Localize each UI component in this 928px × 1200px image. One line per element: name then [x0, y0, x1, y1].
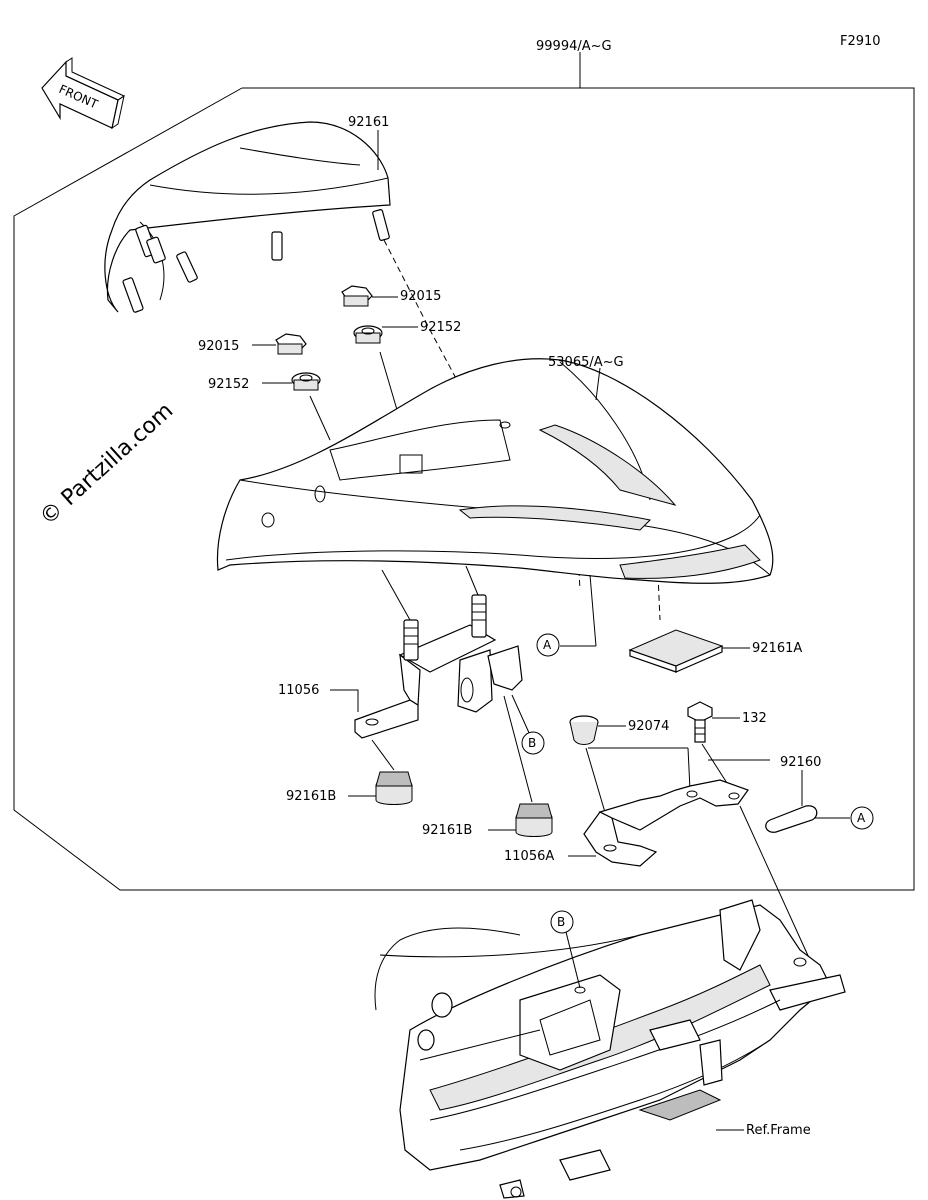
ref-circle-a-upper [536, 633, 560, 657]
label-band: 92160 [780, 755, 821, 770]
seat-cowl [216, 358, 774, 584]
label-pad: 92161A [752, 641, 802, 656]
seat-cover [104, 121, 391, 313]
bolt [687, 701, 713, 743]
band [765, 805, 818, 833]
ref-circle-b-upper [521, 731, 545, 755]
kit-boundary [13, 52, 915, 891]
pad [628, 629, 724, 673]
damper-right [515, 803, 553, 837]
label-bracket-a: 11056A [504, 849, 554, 864]
label-bolt: 132 [742, 711, 767, 726]
grommet [569, 715, 599, 745]
label-ref-frame: Ref.Frame [746, 1123, 811, 1138]
label-seat-cover: 92161 [348, 115, 389, 130]
bracket [354, 594, 523, 739]
bracket-a [583, 779, 749, 867]
label-nut-upper: 92015 [400, 289, 441, 304]
frame [374, 899, 846, 1199]
ref-a-upper: A [543, 638, 552, 652]
washer-upper [353, 325, 383, 344]
damper-left [375, 771, 413, 805]
front-arrow-icon: FRONT [41, 57, 126, 130]
label-kit: 99994/A~G [536, 39, 612, 54]
label-bracket: 11056 [278, 683, 319, 698]
label-damper-right: 92161B [422, 823, 472, 838]
label-washer-left: 92152 [208, 377, 249, 392]
label-damper-left: 92161B [286, 789, 336, 804]
washer-left [291, 372, 321, 391]
ref-a-lower: A [857, 811, 866, 825]
ref-circle-a-lower [850, 806, 874, 830]
figure-code: F2910 [840, 34, 881, 49]
nut-left [275, 333, 307, 355]
ref-circle-b-lower [550, 910, 574, 934]
label-grommet: 92074 [628, 719, 669, 734]
label-cowl: 53065/A~G [548, 355, 624, 370]
nut-upper [341, 285, 373, 307]
label-nut-left: 92015 [198, 339, 239, 354]
label-washer-upper: 92152 [420, 320, 461, 335]
watermark: © Partzilla.com [35, 398, 178, 530]
ref-b-upper: B [528, 736, 536, 750]
ref-b-lower: B [557, 915, 565, 929]
